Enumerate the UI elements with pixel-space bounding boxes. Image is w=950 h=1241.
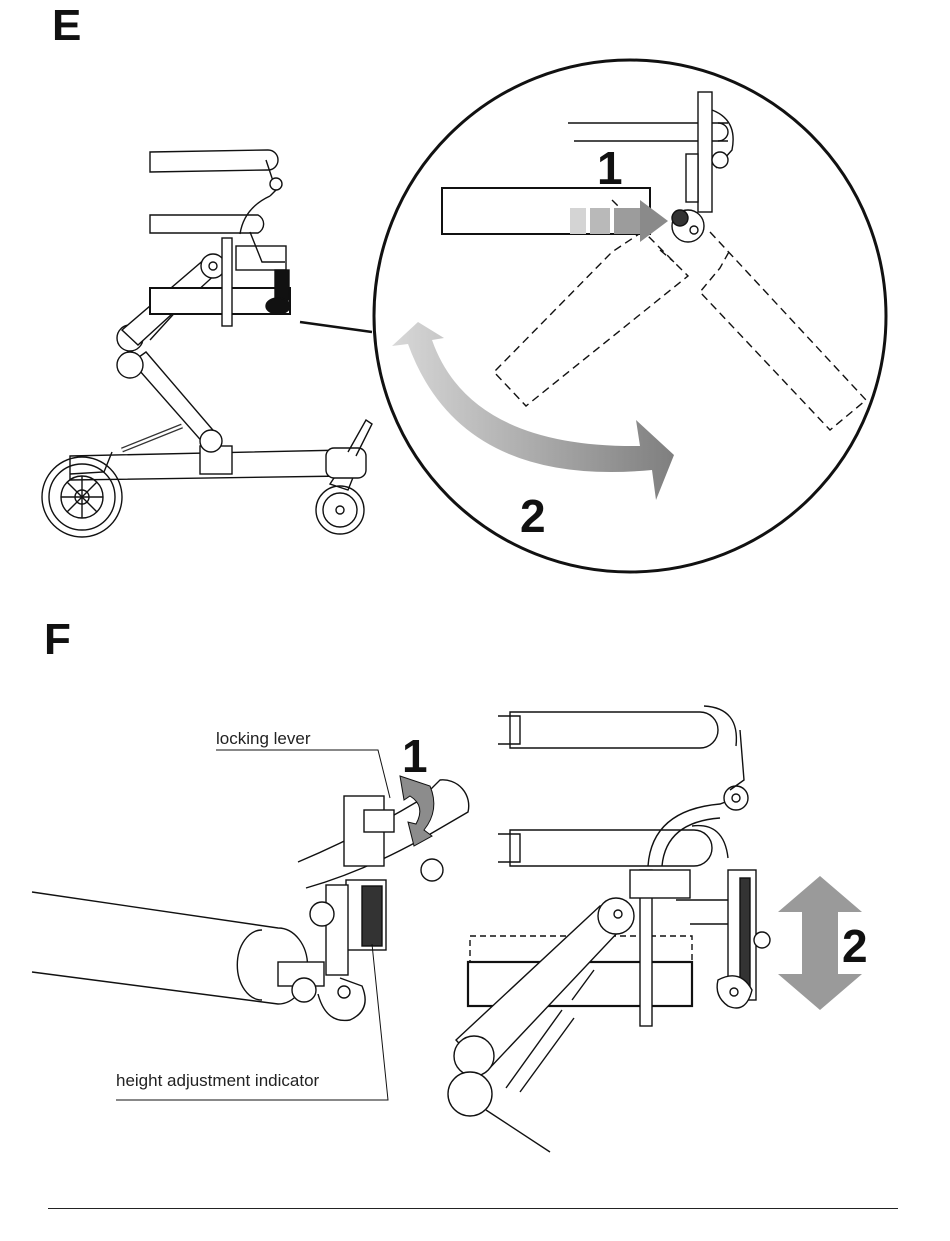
detail-step-2-label: 2 [520,490,546,542]
lever-step-1-label: 1 [402,730,428,782]
detail-leader-line [300,322,372,332]
lever-arrow-1 [400,776,434,846]
locking-lever-label: locking lever [216,729,311,748]
height-indicator-label: height adjustment indicator [116,1071,320,1090]
detail-step-1-label: 1 [597,142,623,194]
footer-divider [48,1208,898,1209]
detail-e-drawing [442,92,866,430]
stander-overview-drawing [42,150,372,537]
detail-circle [374,60,886,572]
height-step-2-label: 2 [842,920,868,972]
height-adjust-drawing [448,706,770,1152]
locking-lever-drawing [32,780,469,1021]
locking-lever-leader [216,750,390,798]
rear-wheel [42,457,122,537]
swing-arrow-2 [392,322,674,500]
